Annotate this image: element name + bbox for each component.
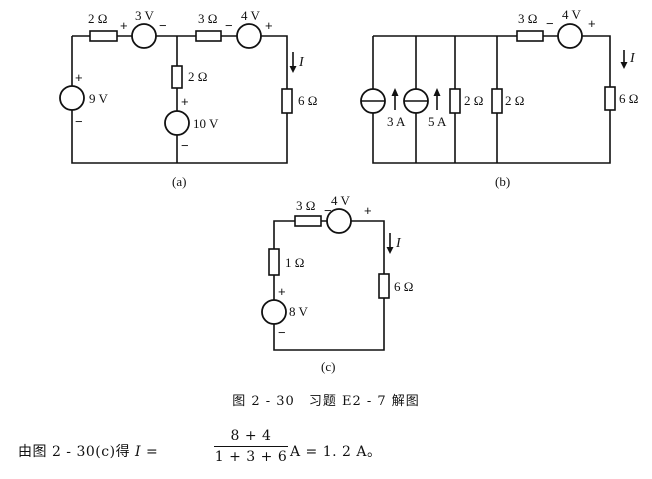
circuit-c-resistor-top	[294, 215, 322, 227]
circuit-c-resistor-left	[268, 248, 280, 276]
solution-denominator: 1 + 3 + 6	[214, 449, 288, 465]
circuit-a-10v-plus: +	[181, 94, 189, 109]
circuit-a-4v-minus: −	[225, 18, 233, 33]
circuit-a-9v-minus: −	[75, 114, 83, 129]
circuit-b-4v-plus: +	[588, 16, 596, 31]
circuit-b-current-arrow-head	[620, 62, 628, 69]
circuit-b-5a-arrow-head	[433, 88, 441, 96]
circuit-a-v-middle-label: 10 V	[193, 116, 219, 131]
circuit-a-voltage-source-10v	[164, 110, 190, 136]
circuit-c-8v-plus: +	[278, 284, 286, 299]
circuit-c-v-top-label: 4 V	[331, 193, 351, 208]
solution-fraction-bar	[214, 446, 288, 447]
circuit-b-current-label: I	[629, 51, 636, 66]
circuit-a-resistor-right	[281, 88, 293, 114]
circuit-a-voltage-source-9v	[59, 85, 85, 111]
circuit-a-10v-minus: −	[181, 138, 189, 153]
solution-variable: I	[135, 444, 142, 460]
circuit-a: 2 Ω 3 V + − 3 Ω 4 V − + + − 9 V 2 Ω + − …	[59, 8, 317, 189]
circuit-a-label: (a)	[172, 174, 186, 189]
solution-lead-text: 由图 2 - 30(c)得	[18, 444, 136, 460]
circuit-c-v-left-label: 8 V	[289, 304, 309, 319]
circuit-b-resistor-shunt-2	[491, 88, 503, 114]
circuit-b-4v-minus: −	[546, 16, 554, 31]
circuit-b-label: (b)	[495, 174, 510, 189]
solution-result: A = 1. 2 A。	[290, 444, 382, 460]
circuit-b-resistor-shunt-1	[449, 88, 461, 114]
circuit-a-r-top-left-label: 2 Ω	[88, 11, 107, 26]
circuit-a-v-top-right-label: 4 V	[241, 8, 261, 23]
circuit-c: 3 Ω 4 V − + 1 Ω + − 8 V 6 Ω I (c)	[261, 193, 413, 374]
circuit-a-current-arrow-head	[289, 66, 297, 73]
circuit-c-4v-minus: −	[324, 203, 332, 218]
circuit-a-r-right-label: 6 Ω	[298, 93, 317, 108]
circuit-a-current-label: I	[298, 55, 305, 70]
circuit-c-wire	[273, 220, 385, 351]
circuit-b-i-source-1-label: 3 A	[387, 114, 406, 129]
circuit-a-r-middle-label: 2 Ω	[188, 69, 207, 84]
circuit-c-resistor-right	[378, 273, 390, 299]
circuit-b-resistor-top	[516, 30, 544, 42]
circuit-a-3v-plus: +	[120, 18, 128, 33]
circuit-a-4v-plus: +	[265, 18, 273, 33]
circuit-a-voltage-source-3v	[131, 23, 157, 49]
circuit-b: 3 A 5 A 2 Ω 2 Ω 3 Ω 4 V − + 6 Ω I (b)	[360, 7, 638, 189]
circuit-b-i-source-2-label: 5 A	[428, 114, 447, 129]
solution-lead: 由图 2 - 30(c)得 I =	[18, 441, 158, 461]
circuit-c-current-arrow-head	[386, 247, 394, 254]
figure-caption: 图 2 - 30 习题 E2 - 7 解图	[232, 394, 420, 409]
solution-fraction: 8 + 4 1 + 3 + 6	[214, 427, 288, 466]
solution-line: 由图 2 - 30(c)得 I = 8 + 4 1 + 3 + 6 A = 1.…	[18, 427, 638, 467]
circuit-a-resistor-top-left	[89, 30, 118, 42]
circuit-a-voltage-source-4v	[236, 23, 262, 49]
circuit-c-current-label: I	[395, 236, 402, 251]
circuit-c-r-right-label: 6 Ω	[394, 279, 413, 294]
circuit-b-3a-arrow-head	[391, 88, 399, 96]
circuit-c-8v-minus: −	[278, 325, 286, 340]
circuit-a-v-top-left-label: 3 V	[135, 8, 155, 23]
solution-numerator: 8 + 4	[230, 428, 272, 444]
circuit-a-resistor-middle	[171, 65, 183, 89]
circuit-a-v-left-label: 9 V	[89, 91, 109, 106]
circuit-c-4v-plus: +	[364, 203, 372, 218]
circuit-b-resistor-right	[604, 86, 616, 111]
circuit-a-9v-plus: +	[75, 70, 83, 85]
circuit-a-r-top-right-label: 3 Ω	[198, 11, 217, 26]
circuit-b-voltage-source-4v	[557, 23, 583, 49]
circuit-a-resistor-top-right	[195, 30, 222, 42]
circuit-b-outer-wire	[372, 35, 611, 164]
circuit-a-outer-wire	[71, 36, 288, 164]
circuit-b-r-top-label: 3 Ω	[518, 11, 537, 26]
circuit-c-label: (c)	[321, 359, 335, 374]
circuit-c-r-left-label: 1 Ω	[285, 255, 304, 270]
solution-equals: =	[141, 444, 159, 460]
circuit-b-r-shunt-2-label: 2 Ω	[505, 93, 524, 108]
circuit-b-r-right-label: 6 Ω	[619, 91, 638, 106]
circuit-b-r-shunt-1-label: 2 Ω	[464, 93, 483, 108]
circuit-c-r-top-label: 3 Ω	[296, 198, 315, 213]
circuit-c-voltage-source-4v	[326, 208, 352, 234]
circuit-a-top-wire	[72, 35, 288, 89]
circuit-b-v-top-label: 4 V	[562, 7, 582, 22]
circuit-a-3v-minus: −	[159, 18, 167, 33]
circuit-c-voltage-source-8v	[261, 299, 287, 325]
